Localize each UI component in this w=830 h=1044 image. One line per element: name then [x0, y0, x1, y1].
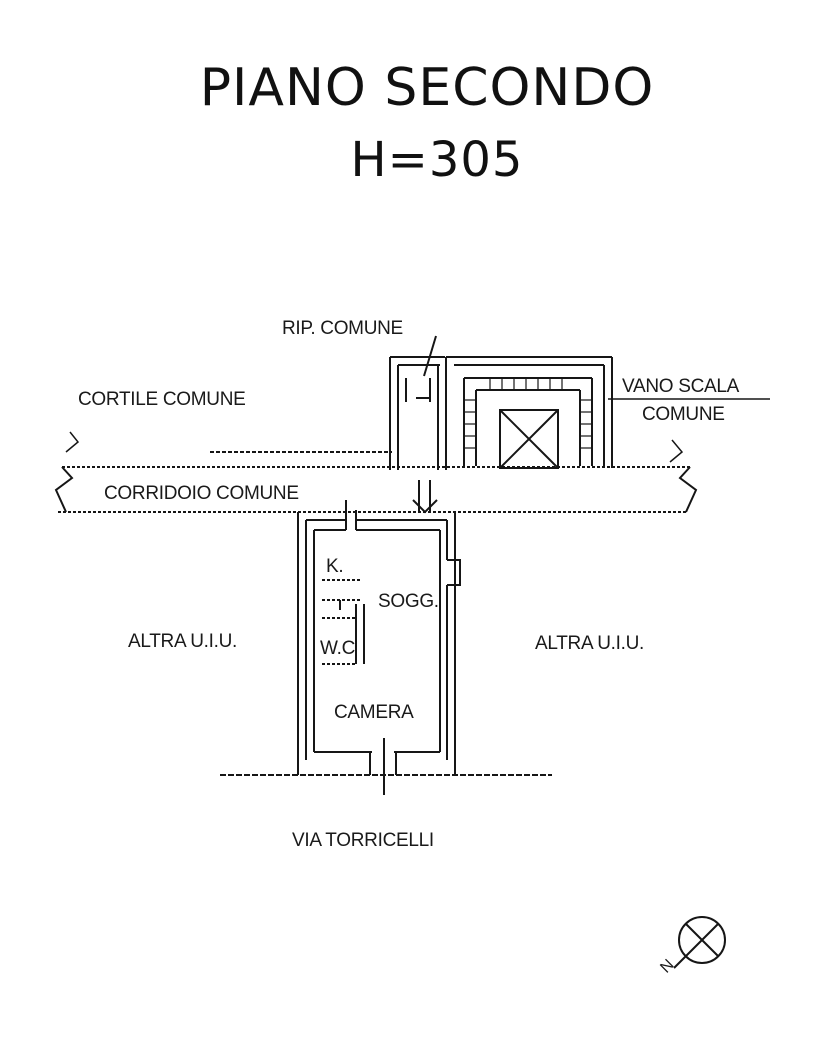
label-cortile-comune: CORTILE COMUNE	[78, 389, 246, 410]
break-line-right	[678, 466, 698, 513]
label-vano-scala-2: COMUNE	[642, 404, 725, 425]
label-street: VIA TORRICELLI	[292, 830, 434, 851]
label-altra-uiu-right: ALTRA U.I.U.	[535, 633, 645, 654]
label-camera: CAMERA	[334, 702, 414, 723]
stairwell	[446, 356, 613, 469]
corridor-band	[54, 431, 698, 513]
label-corridoio-comune: CORRIDOIO COMUNE	[104, 483, 299, 504]
storage-room	[389, 335, 447, 470]
label-soggiorno: SOGG.	[378, 591, 439, 612]
floor-height-label: H=305	[350, 132, 524, 188]
label-kitchen: K.	[326, 556, 344, 577]
apartment-walls	[297, 512, 461, 795]
label-altra-uiu-left: ALTRA U.I.U.	[128, 631, 238, 652]
label-vano-scala-1: VANO SCALA	[622, 376, 740, 397]
label-rip-comune: RIP. COMUNE	[282, 318, 403, 339]
stair-void	[499, 409, 559, 469]
break-line-left	[54, 466, 74, 513]
floor-title: PIANO SECONDO	[199, 58, 655, 118]
entrance-marks	[345, 480, 438, 530]
stair-treads	[464, 378, 592, 449]
label-wc: W.C	[320, 638, 355, 659]
north-arrow-icon	[673, 916, 726, 969]
leader-line	[423, 335, 437, 377]
